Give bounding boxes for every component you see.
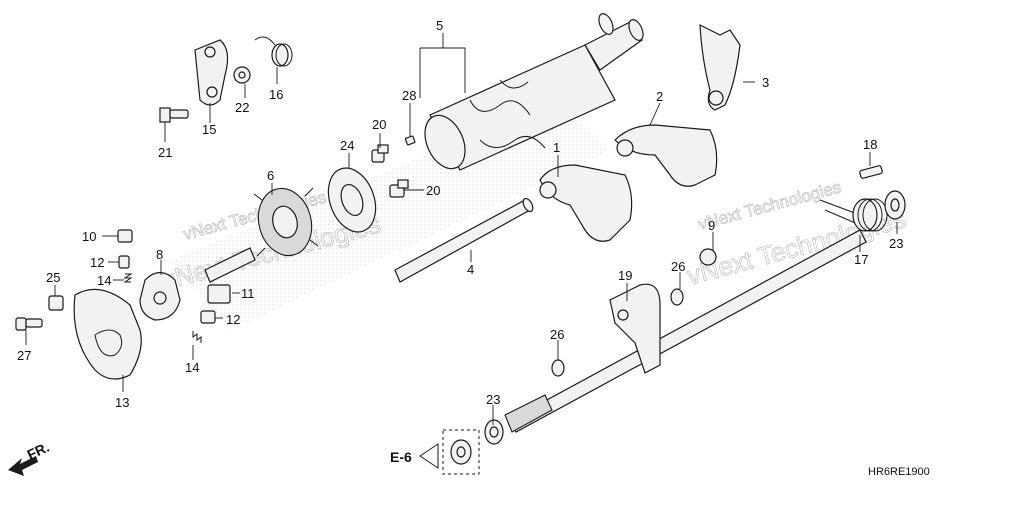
stopper-spring xyxy=(254,36,293,67)
callout-14-lower: 14 xyxy=(185,360,199,375)
shift-spindle xyxy=(504,229,867,433)
callout-9: 9 xyxy=(708,218,715,233)
clip-lower xyxy=(551,359,565,377)
bolt-20-lower xyxy=(389,179,409,198)
collar-12-upper xyxy=(118,255,130,269)
callout-2: 2 xyxy=(656,89,663,104)
callout-23-lower: 23 xyxy=(486,392,500,407)
callout-26-upper: 26 xyxy=(671,259,685,274)
spring-14-upper xyxy=(123,273,133,283)
shift-drum xyxy=(424,13,644,171)
callout-25: 25 xyxy=(46,270,60,285)
shift-fork-1 xyxy=(539,164,633,242)
callout-10: 10 xyxy=(82,229,96,244)
clip-upper xyxy=(670,288,684,306)
callouts: 1 2 3 4 5 6 8 9 10 11 12 12 13 14 14 15 … xyxy=(17,18,903,410)
bolt-21 xyxy=(159,107,189,123)
callout-28: 28 xyxy=(402,88,416,103)
collar xyxy=(699,248,717,266)
reference-label: E-6 xyxy=(390,449,412,465)
bolt-27 xyxy=(15,317,43,331)
callout-12-lower: 12 xyxy=(226,312,240,327)
bearing xyxy=(327,167,377,233)
shift-fork-3 xyxy=(699,24,741,111)
pin-bolt xyxy=(859,165,883,179)
shading-band xyxy=(170,100,610,330)
bolt-20-upper xyxy=(371,144,389,163)
callout-1: 1 xyxy=(553,140,560,155)
callout-12-upper: 12 xyxy=(90,255,104,270)
callout-23-right: 23 xyxy=(889,236,903,251)
pin-10 xyxy=(117,229,133,243)
callout-16: 16 xyxy=(269,87,283,102)
callout-20-upper: 20 xyxy=(372,117,386,132)
washer-lower xyxy=(484,419,504,445)
collar-12-lower xyxy=(200,310,216,324)
callout-15: 15 xyxy=(202,122,216,137)
direction-indicator: FR. xyxy=(8,439,52,476)
collar-25 xyxy=(48,295,64,311)
callout-5: 5 xyxy=(436,18,443,33)
callout-6: 6 xyxy=(267,168,274,183)
callout-19: 19 xyxy=(618,268,632,283)
guide-plate xyxy=(73,288,142,380)
fork-shaft xyxy=(394,197,534,283)
return-spring xyxy=(819,198,888,232)
direction-label: FR. xyxy=(25,439,52,463)
callout-26-lower: 26 xyxy=(550,327,564,342)
reference-seal xyxy=(419,429,480,475)
callout-4: 4 xyxy=(467,262,474,277)
callout-11: 11 xyxy=(241,286,255,301)
washer-22 xyxy=(233,66,251,84)
leader-lines xyxy=(25,33,898,425)
dowel-pin xyxy=(404,135,416,146)
shift-fork-2 xyxy=(614,124,718,187)
callout-24: 24 xyxy=(340,138,354,153)
stopper-arm xyxy=(194,39,229,106)
callout-17: 17 xyxy=(854,252,868,267)
washer-right xyxy=(884,190,906,220)
shift-cam xyxy=(139,271,181,321)
arrow-left-icon xyxy=(8,456,38,476)
callout-14-upper: 14 xyxy=(97,273,111,288)
callout-13: 13 xyxy=(115,395,129,410)
cam-shaft xyxy=(204,247,256,283)
callout-8: 8 xyxy=(156,247,163,262)
callout-3: 3 xyxy=(762,75,769,90)
callout-22: 22 xyxy=(235,100,249,115)
guide-block xyxy=(207,284,231,304)
callout-27: 27 xyxy=(17,348,31,363)
spring-14-lower xyxy=(192,331,202,343)
callout-21: 21 xyxy=(158,145,172,160)
star-gear xyxy=(253,187,319,257)
callout-18: 18 xyxy=(863,137,877,152)
diagram-code: HR6RE1900 xyxy=(868,466,930,478)
callout-20-lower: 20 xyxy=(426,183,440,198)
